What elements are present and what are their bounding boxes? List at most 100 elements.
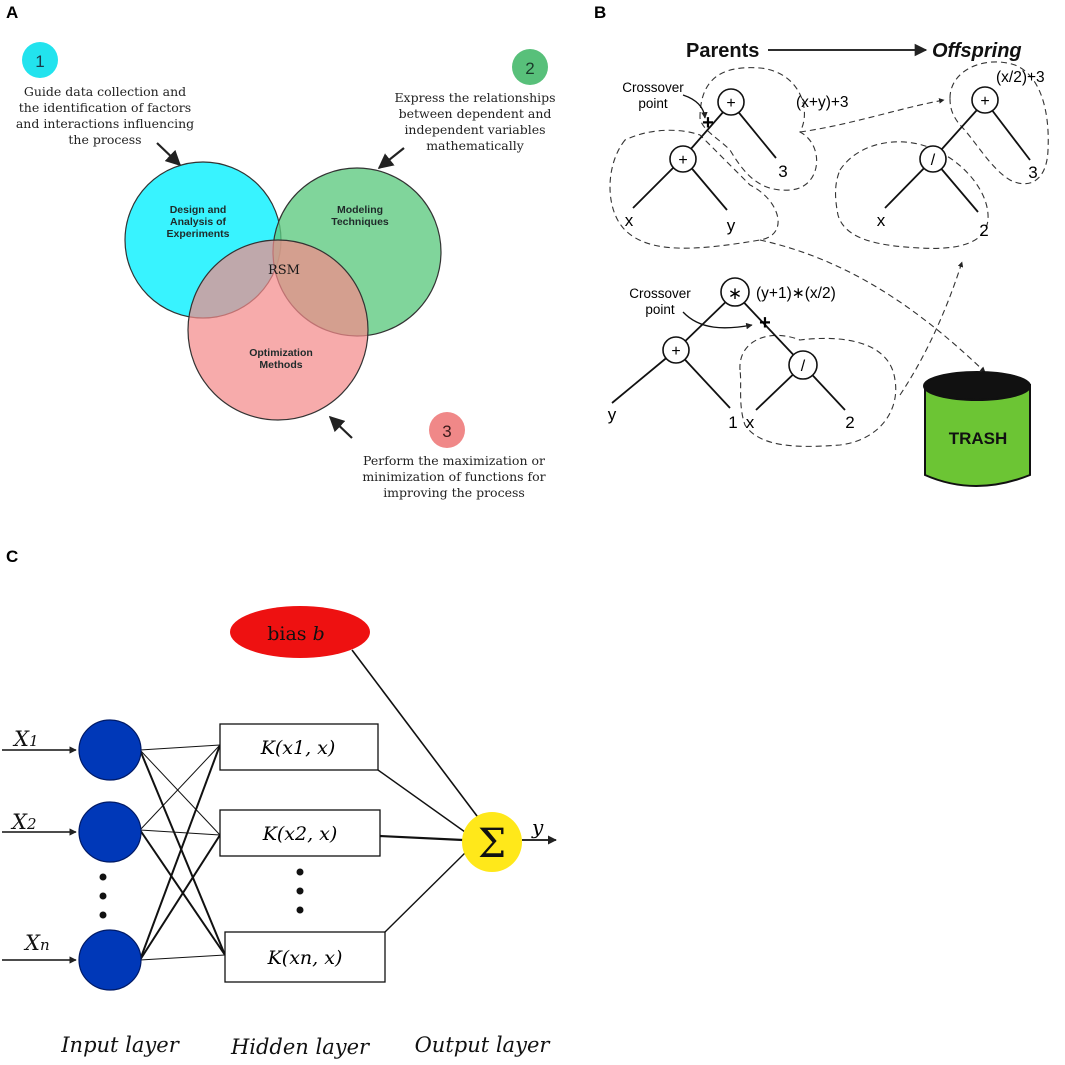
tree2-one: 1: [728, 413, 737, 432]
output-layer-label: Output layer: [415, 1033, 552, 1057]
tree1-root-node: [717, 88, 745, 116]
layer-labels: Input layer Hidden layer Output layer: [60, 1033, 551, 1059]
offspring-x: x: [877, 211, 886, 230]
subtree-outline-offspring-left: [835, 141, 989, 249]
tree2-right-node: [788, 350, 818, 380]
subtree-outline-plus3: [699, 67, 818, 191]
tree2-y: y: [608, 405, 617, 424]
connection: [384, 849, 469, 933]
tree2-left-op: +: [671, 343, 680, 360]
kernel-box: [219, 809, 381, 857]
badge-2: [512, 49, 548, 85]
note-1-line: the process: [68, 132, 141, 147]
tree2-expression: (y+1)∗(x/2): [756, 285, 836, 302]
bias-variable: b: [313, 623, 325, 645]
input-ellipsis: [99, 873, 107, 919]
panel-b: B Parents Offspring + + x y 3 (: [594, 3, 1049, 487]
note-3-line: improving the process: [383, 485, 525, 500]
offspring-expression: (x/2)+3: [996, 69, 1045, 86]
hidden-output-connections: [351, 649, 481, 933]
sum-node: [462, 812, 522, 872]
kernel-label: K(x1, x): [260, 737, 336, 759]
trash-lid: [923, 371, 1031, 401]
trash-bin: TRASH: [923, 371, 1031, 487]
modeling-label-line: Modeling: [337, 204, 383, 216]
offspring-div-op: /: [931, 152, 936, 169]
connection: [139, 954, 226, 961]
trash-body: [924, 384, 1031, 487]
connection: [377, 769, 466, 833]
note-2-line: Express the relationships: [394, 90, 555, 105]
crossover-label-2: Crossover: [629, 286, 691, 301]
offspring-root-op: +: [980, 93, 989, 110]
tree2-two: 2: [845, 413, 854, 432]
trash-label: TRASH: [949, 429, 1008, 448]
offspring-label: Offspring: [932, 40, 1022, 62]
panel-c-label: C: [6, 547, 18, 566]
badge-3: [429, 412, 465, 448]
tree1-x: x: [625, 211, 634, 230]
badge-2-number: 2: [525, 59, 534, 78]
arrow-3: [328, 415, 353, 439]
input-arrows: [2, 746, 77, 964]
design-label-line: Analysis of: [170, 216, 227, 228]
panel-b-label: B: [594, 3, 606, 22]
panel-a: A 1 2 3 Guide data collection and the id…: [6, 3, 556, 500]
tree2-root-op: ∗: [728, 284, 742, 303]
tree2-x: x: [746, 413, 755, 432]
panel-a-label: A: [6, 3, 18, 22]
connection: [139, 749, 226, 956]
connection: [139, 744, 221, 961]
note-1-line: and interactions influencing: [16, 116, 194, 131]
crossover-label-1: Crossover: [622, 80, 684, 95]
note-3: Perform the maximization or minimization…: [362, 453, 545, 500]
hidden-layer-label: Hidden layer: [230, 1035, 371, 1059]
bias-label: bias b: [267, 623, 325, 645]
input-sub: 1: [29, 732, 39, 750]
note-2-line: between dependent and: [399, 106, 552, 121]
subtree-outline-x2: [739, 334, 897, 447]
ellipsis-dot: [296, 887, 304, 895]
badge-1-number: 1: [35, 52, 44, 71]
hidden-ellipsis: [296, 868, 304, 914]
tree1-y: y: [727, 216, 736, 235]
crossover-label-2: point: [645, 302, 675, 317]
parents-label: Parents: [686, 40, 759, 62]
tree-edge: [734, 292, 804, 366]
input-layer-label: Input layer: [60, 1033, 180, 1057]
arrow-2: [377, 147, 405, 169]
bias-connection: [351, 649, 481, 821]
tree2-crossover-mark: +: [759, 312, 771, 334]
tree1-sub-op: +: [678, 152, 687, 169]
tree2-left-node: [662, 336, 690, 364]
bias-node: [230, 606, 370, 658]
output-label: y: [531, 815, 544, 839]
design-label-line: Experiments: [166, 228, 229, 240]
ellipsis-dot: [99, 892, 107, 900]
note-2-line: independent variables: [404, 122, 545, 137]
ellipsis-dot: [296, 868, 304, 876]
input-labels: X1 X2 Xn: [10, 727, 50, 955]
badge-3-number: 3: [442, 422, 451, 441]
optimization-label-line: Methods: [259, 359, 302, 371]
dashed-arrow-to-trash: [759, 239, 986, 373]
kernel-box: [224, 931, 386, 983]
note-2: Express the relationships between depend…: [394, 90, 555, 153]
input-label-1: X1: [12, 727, 39, 751]
connection: [379, 834, 464, 842]
tree1-crossover-mark: +: [702, 112, 714, 134]
crossover-arrow-2: [682, 311, 753, 330]
input-node: [78, 929, 142, 991]
connection: [139, 744, 221, 831]
offspring-three: 3: [1028, 163, 1037, 182]
kernel-label: K(x2, x): [262, 823, 338, 845]
note-3-line: minimization of functions for: [362, 469, 545, 484]
arrow-1: [156, 142, 182, 167]
note-2-line: mathematically: [426, 138, 525, 153]
connection: [139, 744, 221, 751]
note-1-line: Guide data collection and: [24, 84, 186, 99]
tree1-three: 3: [778, 162, 787, 181]
optimization-label-line: Optimization: [249, 347, 313, 359]
offspring-root-node: [971, 86, 999, 114]
venn-circle-optimization: [187, 239, 369, 421]
